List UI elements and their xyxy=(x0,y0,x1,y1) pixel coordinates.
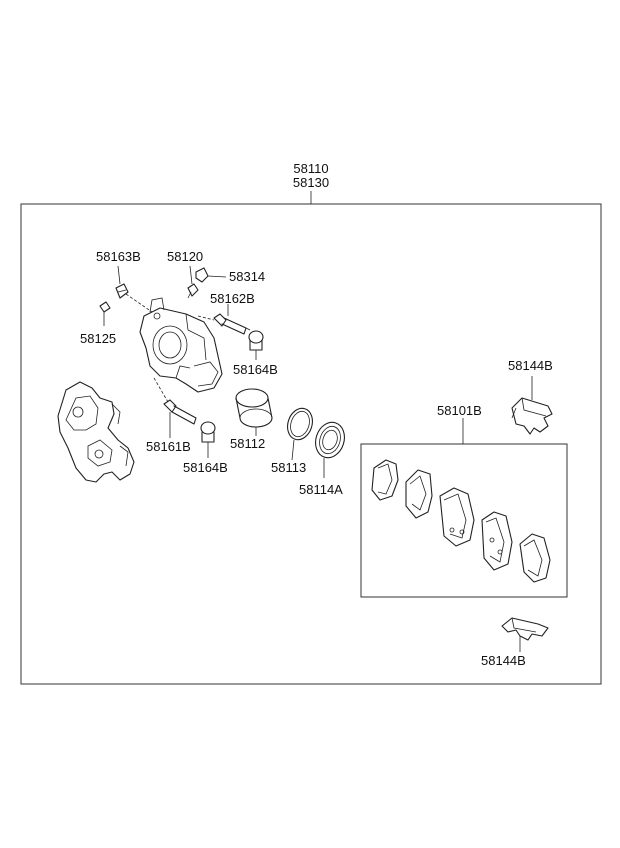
part-label-58144B-upper: 58144B xyxy=(508,358,553,373)
boot-58164B-upper xyxy=(248,330,264,351)
pad-5 xyxy=(519,533,551,583)
guide-pin-58162B xyxy=(213,313,251,335)
bleeder-cap xyxy=(195,267,209,283)
part-label-58112: 58112 xyxy=(230,436,266,451)
assembly-number-1: 58110 xyxy=(293,161,329,176)
boot-58114A xyxy=(315,421,345,459)
pad-kit-frame xyxy=(360,443,568,598)
part-label-58163B: 58163B xyxy=(96,249,141,264)
washer-58125 xyxy=(99,301,111,313)
part-label-58113: 58113 xyxy=(271,460,307,475)
part-label-58120: 58120 xyxy=(167,249,204,264)
part-label-58161B: 58161B xyxy=(146,439,191,454)
part-label-58144B-lower: 58144B xyxy=(481,653,526,668)
part-label-58101B: 58101B xyxy=(437,403,482,418)
caliper-body xyxy=(139,297,223,393)
caliper-bracket xyxy=(57,381,135,483)
assembly-number-2: 58130 xyxy=(292,175,330,190)
pad-2 xyxy=(405,469,433,519)
part-label-58125: 58125 xyxy=(80,331,117,346)
pad-3 xyxy=(439,487,475,547)
clip-58144B-top xyxy=(511,397,553,435)
pad-4 xyxy=(481,511,513,571)
clip-58144B-bottom xyxy=(501,617,549,641)
piston-58112 xyxy=(235,388,273,428)
bleeder-screw xyxy=(187,283,199,299)
bolt-58163B xyxy=(115,283,129,299)
guide-pin-58161B xyxy=(163,399,197,425)
part-label-58164B-upper: 58164B xyxy=(233,362,278,377)
part-label-58164B-lower: 58164B xyxy=(183,460,228,475)
part-label-58114A: 58114A xyxy=(299,482,343,497)
boot-58164B-lower xyxy=(200,421,216,443)
seal-58113 xyxy=(287,407,313,441)
pad-1 xyxy=(371,459,399,501)
part-label-58162B: 58162B xyxy=(210,291,255,306)
part-label-58314: 58314 xyxy=(229,269,266,284)
